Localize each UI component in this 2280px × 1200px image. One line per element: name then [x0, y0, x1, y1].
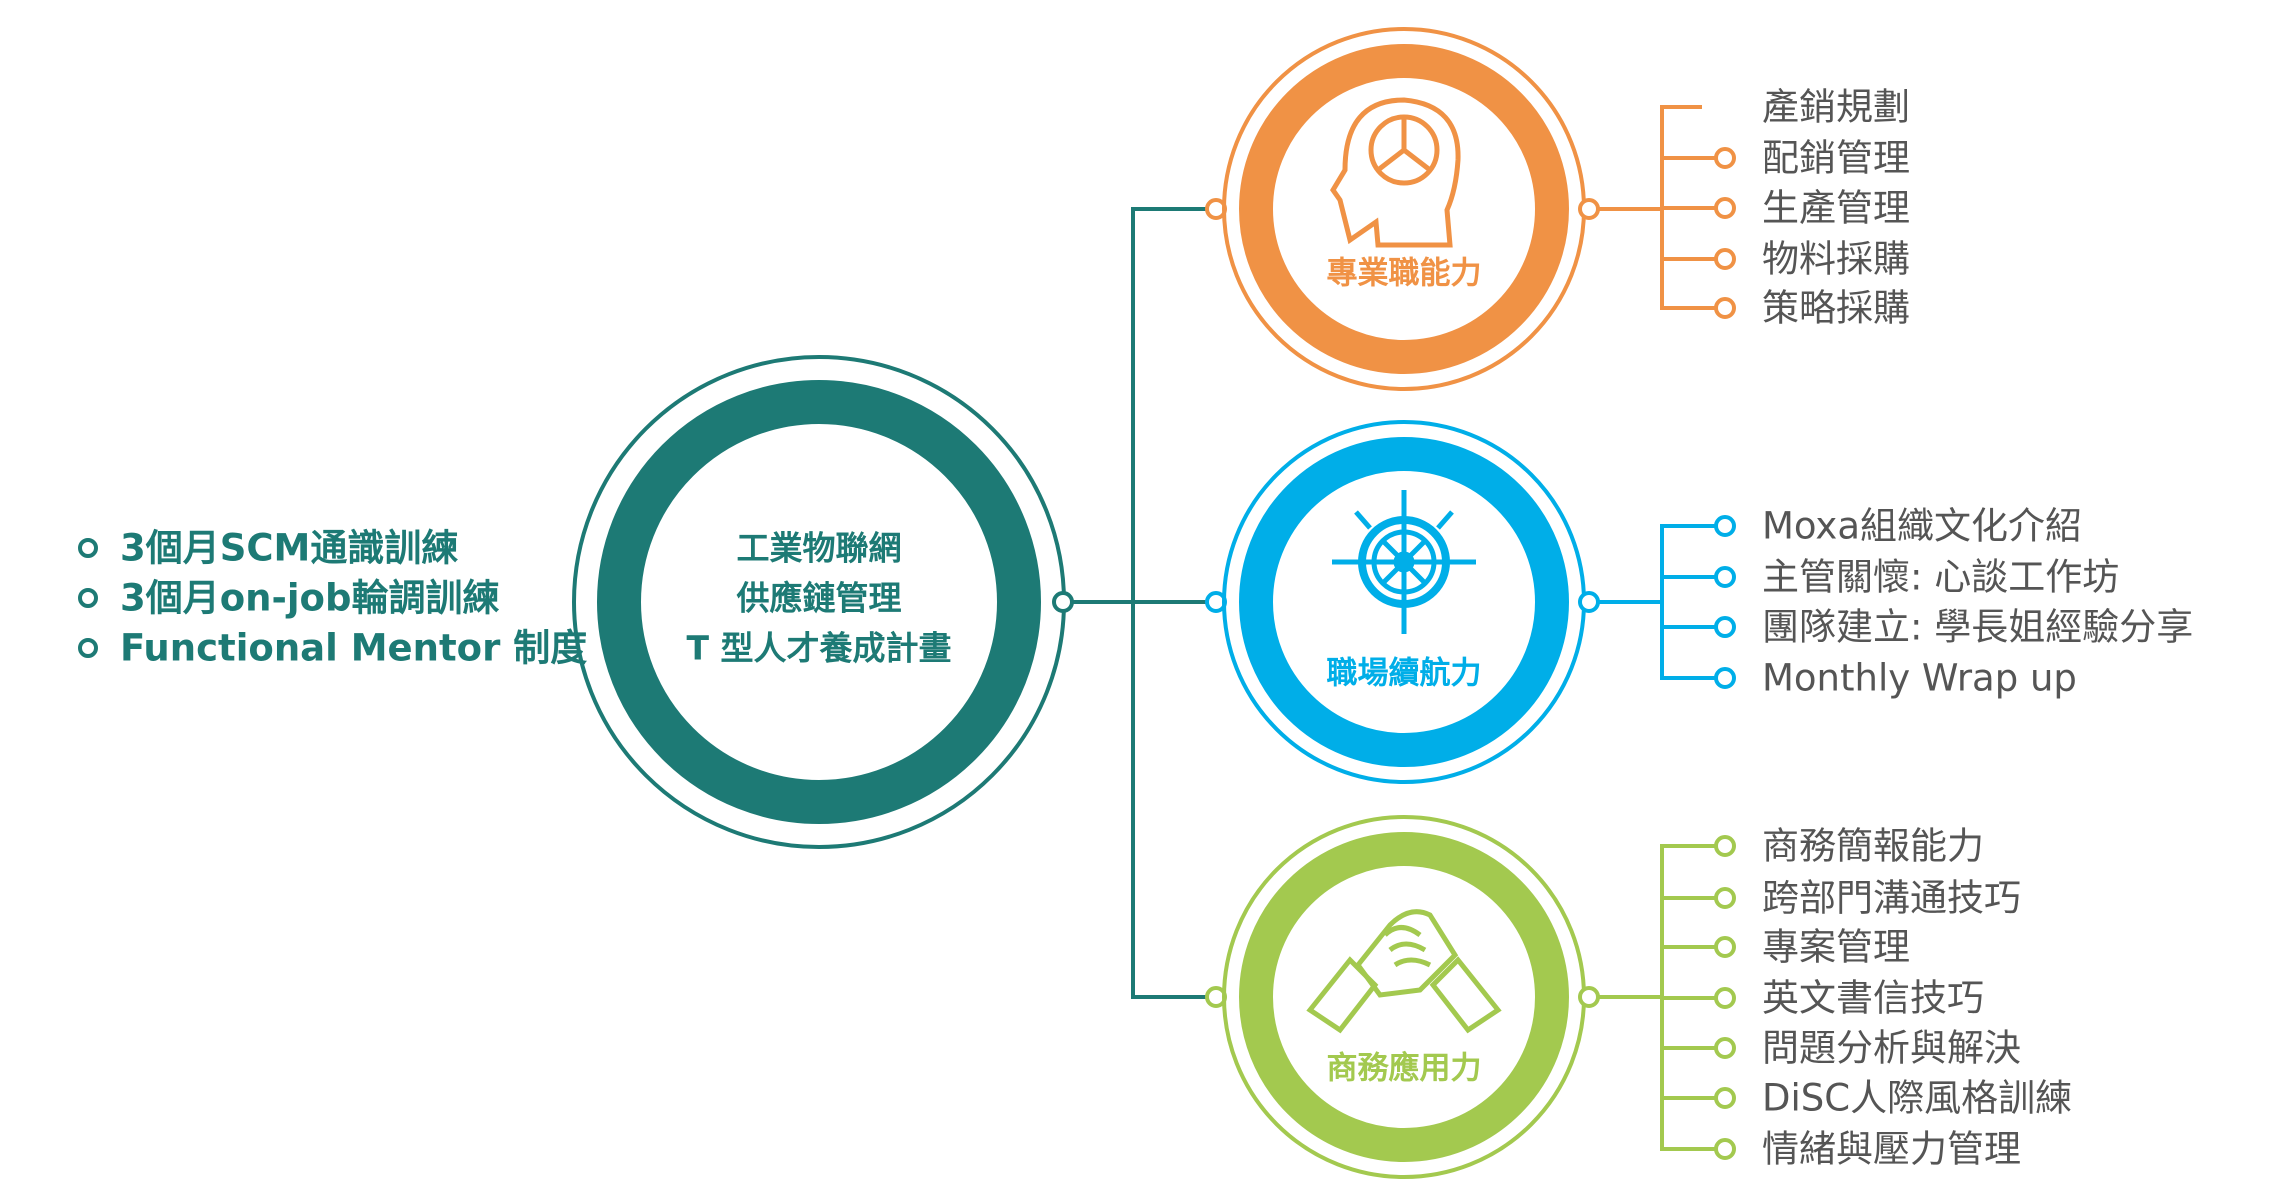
branch-blue [1222, 420, 1736, 784]
head-gear-icon [1330, 97, 1461, 248]
handshake-icon [1306, 909, 1502, 1034]
branch-item: 生產管理 [1762, 186, 1910, 230]
branch-item: 團隊建立: 學長姐經驗分享 [1762, 605, 2194, 649]
branch-label-professional: 專業職能力 [1326, 255, 1482, 292]
bullet-icon [78, 638, 98, 658]
hub-title-line: 供應鏈管理 [736, 578, 902, 618]
branch-item: 主管關懷: 心談工作坊 [1762, 555, 2120, 599]
branch-item: 物料採購 [1762, 237, 1910, 281]
bullet-icon [78, 538, 98, 558]
branch-orange [1222, 27, 1736, 391]
branch-item: 配銷管理 [1762, 136, 1910, 180]
left-list-item: Functional Mentor 制度 [120, 626, 588, 670]
branch-label-workplace: 職場續航力 [1326, 655, 1482, 692]
branch-item: 情緒與壓力管理 [1762, 1127, 2021, 1171]
branch-item: 問題分析與解決 [1762, 1026, 2021, 1070]
branch-item: DiSC人際風格訓練 [1762, 1076, 2073, 1120]
branch-label-business: 商務應用力 [1326, 1050, 1482, 1087]
left-bullets [78, 538, 98, 658]
branch-item: 商務簡報能力 [1762, 824, 1984, 868]
hub-title-line: T 型人才養成計畫 [686, 628, 952, 668]
branch-green [1222, 815, 1736, 1179]
branch-item: Moxa組織文化介紹 [1762, 504, 2082, 548]
branch-item: 產銷規劃 [1762, 85, 1910, 129]
hub-title-line: 工業物聯網 [736, 528, 902, 568]
branch-item: Monthly Wrap up [1762, 656, 2077, 700]
branch-item: 英文書信技巧 [1762, 976, 1984, 1020]
branch-item: 專案管理 [1762, 925, 1910, 969]
left-list-item: 3個月on-job輪調訓練 [120, 576, 500, 620]
ship-wheel-icon [1332, 490, 1476, 634]
branch-item: 跨部門溝通技巧 [1762, 876, 2021, 920]
branch-item: 策略採購 [1762, 286, 1910, 330]
left-list-item: 3個月SCM通識訓練 [120, 526, 459, 570]
trunk-connector [1052, 198, 1227, 1008]
bullet-icon [78, 588, 98, 608]
